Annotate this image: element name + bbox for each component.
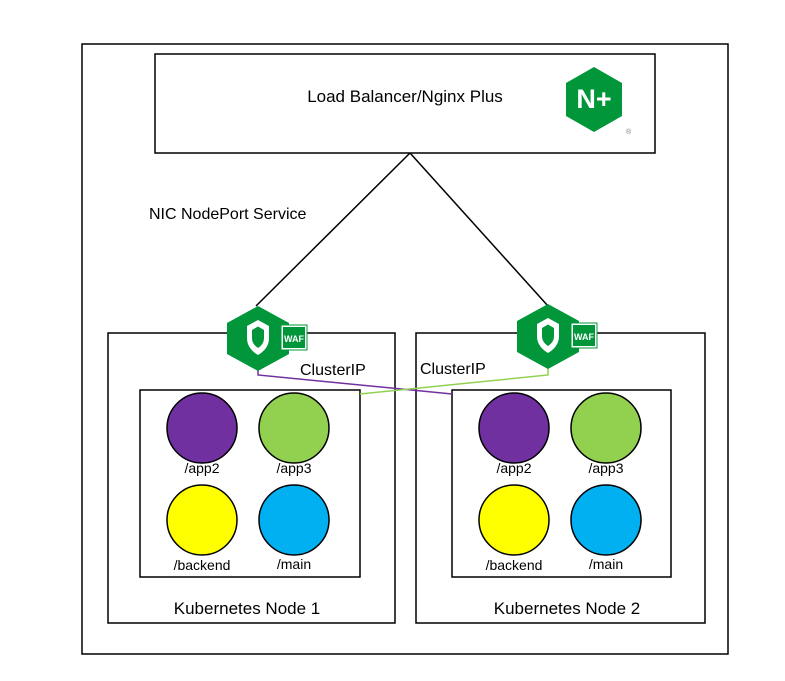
node-1-pod-label-backend: /backend — [174, 557, 231, 573]
node-1-pod-label-main: /main — [277, 556, 311, 572]
node-1-pod-area — [139, 389, 361, 578]
kubernetes-node-1-box — [107, 332, 396, 624]
node-2-pod-app3 — [570, 392, 642, 464]
nginx-plus-logo-text: N+ — [576, 84, 611, 114]
node-1-pod-label-app2: /app2 — [184, 460, 219, 476]
node-2-pod-label-backend: /backend — [486, 557, 543, 573]
node-2-pod-backend — [478, 484, 550, 556]
node-2-pod-area — [451, 389, 672, 578]
node-2-pod-label-app3: /app3 — [588, 460, 623, 476]
node-2-pod-label-main: /main — [589, 556, 623, 572]
node-1-pod-app3 — [258, 392, 330, 464]
nodeport-service-label: NIC NodePort Service — [149, 206, 306, 223]
kubernetes-node-1-label: Kubernetes Node 1 — [174, 599, 321, 618]
waf-shield-left-icon: WAF — [227, 306, 308, 371]
waf-shield-right-icon: WAF — [517, 304, 598, 369]
lb-to-waf-left-line — [255, 152, 411, 307]
waf-badge-left-text: WAF — [284, 334, 304, 344]
node-1-pod-label-app3: /app3 — [276, 460, 311, 476]
outer-frame — [81, 43, 729, 655]
waf-badge-right-text: WAF — [574, 332, 594, 342]
node-1-pod-backend — [166, 484, 238, 556]
cluster-ip-left-label: ClusterIP — [300, 362, 366, 379]
nginx-plus-registered-mark: ® — [626, 128, 632, 136]
cluster-ip-right-label: ClusterIP — [420, 361, 486, 378]
nginx-plus-logo-icon: N+ ® — [566, 67, 632, 136]
node-1-pod-app2 — [166, 392, 238, 464]
kubernetes-node-2-box — [415, 332, 706, 624]
node-2-pod-label-app2: /app2 — [496, 460, 531, 476]
load-balancer-label: Load Balancer/Nginx Plus — [307, 87, 503, 106]
lb-to-waf-right-line — [409, 152, 549, 307]
node-2-pod-main — [570, 484, 642, 556]
pods-layer: /app2/app3/backend/main/app2/app3/backen… — [166, 392, 642, 573]
kubernetes-node-2-label: Kubernetes Node 2 — [494, 599, 641, 618]
node-2-pod-app2 — [478, 392, 550, 464]
node-1-pod-main — [258, 484, 330, 556]
